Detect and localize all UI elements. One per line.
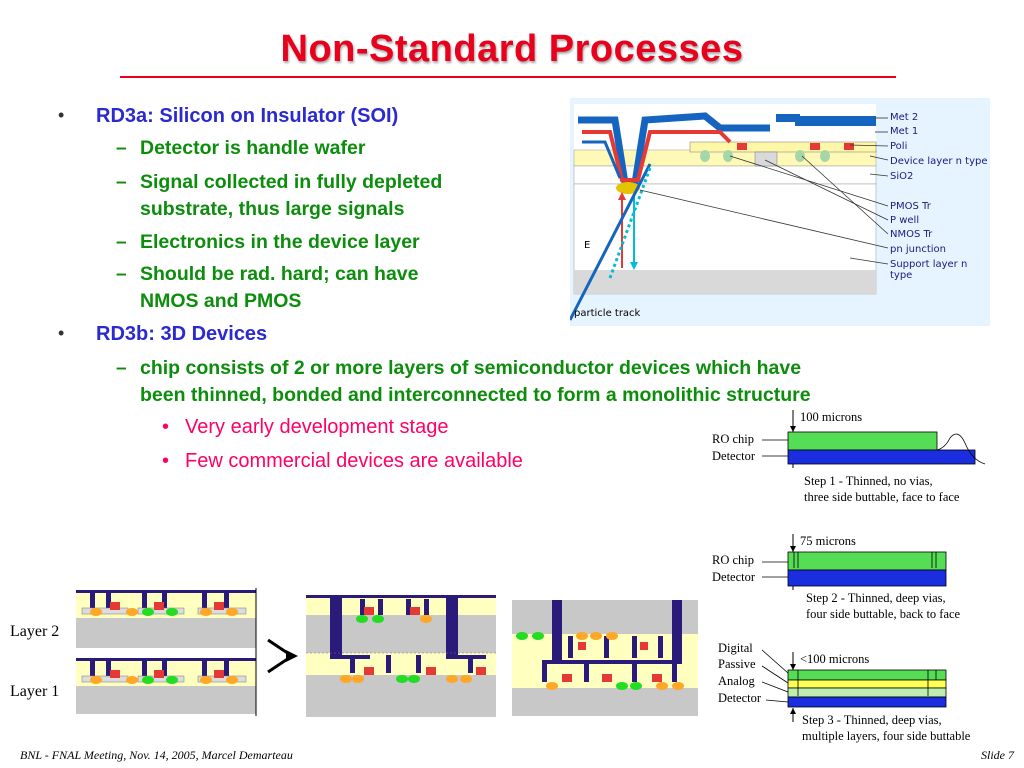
dash-marker: – (116, 172, 127, 193)
soi-diagram: Met 2 Met 1 Poli Device layer n type SiO… (570, 98, 990, 326)
rd3b-sub-1: Very early development stage (185, 416, 449, 438)
step1-caption-2: three side buttable, face to face (804, 490, 960, 504)
soi-label-device-layer: Device layer n type (890, 156, 988, 167)
step3-analog: Analog (718, 674, 755, 688)
rd3a-item-3: Electronics in the device layer (140, 231, 420, 253)
interconnected-layers-diagram (512, 600, 698, 716)
step2-ro-chip: RO chip (712, 553, 755, 567)
rd3b-item-line1: chip consists of 2 or more layers of sem… (140, 357, 802, 379)
layer1-label: Layer 1 (10, 683, 60, 700)
step2-detector: Detector (712, 570, 756, 584)
separate-layers-diagram (76, 588, 260, 716)
bullet-dot: • (162, 416, 170, 438)
dash-marker: – (116, 358, 127, 379)
step3-digital: Digital (718, 641, 753, 655)
stacked-layers-diagram (306, 595, 496, 717)
soi-label-sio2: SiO2 (890, 171, 914, 182)
soi-label-pwell: P well (890, 215, 920, 226)
rd3a-item-4b: NMOS and PMOS (140, 290, 302, 312)
slide-title: Non-Standard Processes (280, 28, 744, 70)
step3-detector: Detector (718, 691, 762, 705)
soi-label-pn-junction: pn junction (890, 244, 946, 255)
soi-label-pmos: PMOS Tr (890, 201, 931, 212)
soi-cross-section (570, 104, 889, 321)
step1-ro-chip: RO chip (712, 432, 755, 446)
step2-diagram: 75 microns RO chip Detector Step 2 - Thi… (700, 532, 1000, 632)
bullet-dot: • (58, 105, 65, 125)
bullet-dot: • (162, 450, 170, 472)
footer-meeting-info: BNL - FNAL Meeting, Nov. 14, 2005, Marce… (20, 748, 293, 762)
step3-diagram: <100 microns Digital Passive Analog Dete… (700, 640, 1020, 748)
soi-label-met1: Met 1 (890, 126, 919, 137)
step2-caption-2: four side buttable, back to face (806, 607, 961, 621)
step2-microns: 75 microns (800, 534, 856, 548)
dash-marker: – (116, 232, 127, 253)
soi-label-met2: Met 2 (890, 112, 919, 123)
step1-detector: Detector (712, 449, 756, 463)
step3-microns: <100 microns (800, 652, 870, 666)
rd3a-item-4a: Should be rad. hard; can have (140, 263, 419, 285)
rd3a-item-2b: substrate, thus large signals (140, 198, 405, 220)
rd3a-item-2a: Signal collected in fully depleted (140, 171, 443, 193)
footer-slide-number: Slide 7 (981, 748, 1014, 762)
step3-caption-1: Step 3 - Thinned, deep vias, (802, 713, 942, 727)
rd3a-item-1: Detector is handle wafer (140, 137, 366, 159)
dash-marker: – (116, 138, 127, 159)
dash-marker: – (116, 264, 127, 285)
rd3b-sub-2: Few commercial devices are available (185, 450, 523, 472)
rd3b-item-line2: been thinned, bonded and interconnected … (140, 384, 811, 406)
bullet-dot: • (58, 323, 65, 343)
layer2-label: Layer 2 (10, 623, 60, 640)
step2-caption-1: Step 2 - Thinned, deep vias, (806, 591, 946, 605)
chevron-right-icon (262, 636, 302, 676)
step3-passive: Passive (718, 657, 756, 671)
step3-caption-2: multiple layers, four side buttable (802, 729, 971, 743)
step1-diagram: 100 microns RO chip Detector Step 1 - Th… (700, 408, 1000, 508)
title-underline (120, 76, 896, 78)
soi-label-support-layer: Support layer n type (890, 259, 968, 281)
soi-label-nmos: NMOS Tr (890, 229, 933, 240)
soi-particle-track-label: particle track (574, 308, 641, 319)
bullet-rd3b: RD3b: 3D Devices (96, 323, 268, 345)
soi-e-field-label: E (584, 240, 591, 251)
soi-label-poli: Poli (890, 141, 908, 152)
step1-microns: 100 microns (800, 410, 863, 424)
step1-caption-1: Step 1 - Thinned, no vias, (804, 474, 933, 488)
bullet-rd3a: RD3a: Silicon on Insulator (SOI) (96, 105, 399, 127)
